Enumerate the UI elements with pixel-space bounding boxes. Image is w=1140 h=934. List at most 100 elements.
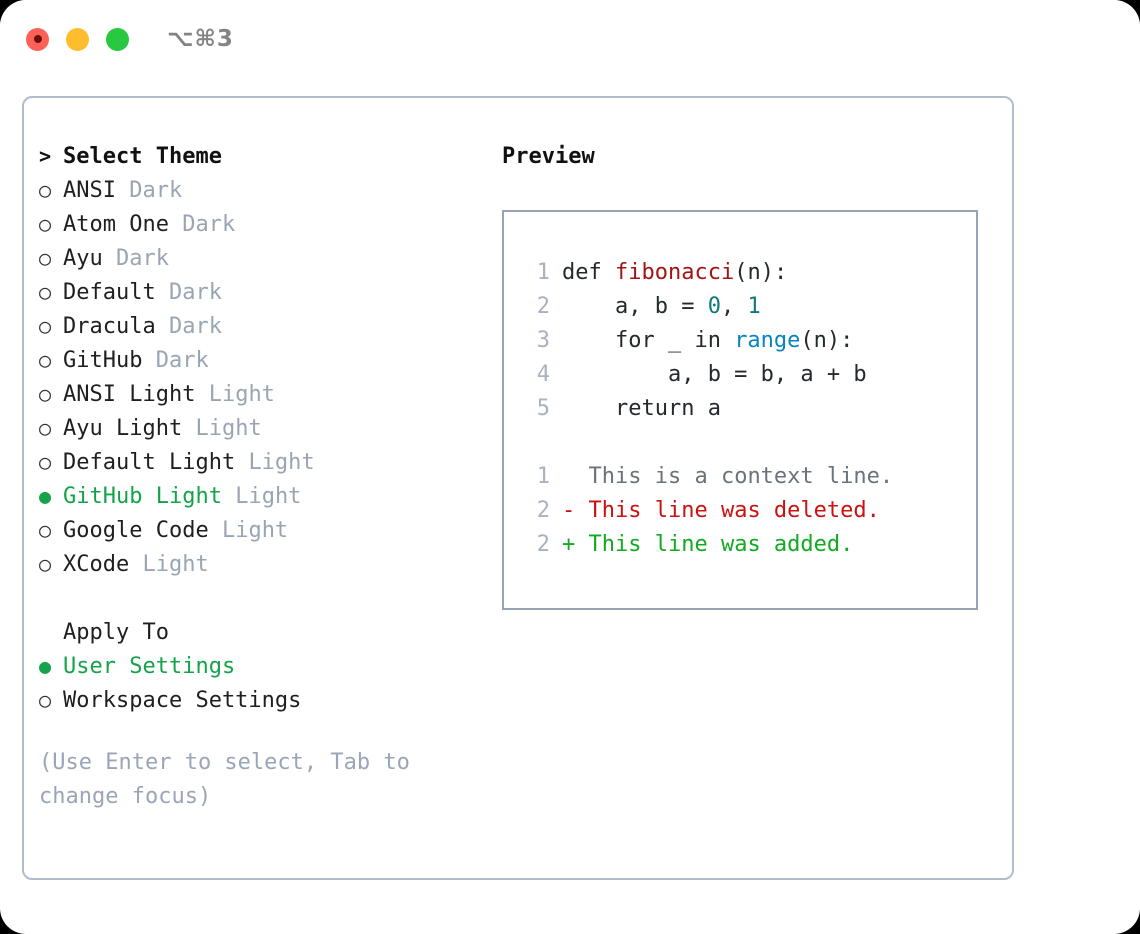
diff-text: This line was added. <box>588 532 854 557</box>
diff-line: 2+ This line was added. <box>504 532 976 566</box>
code-token: 0 <box>707 294 721 319</box>
theme-list-item[interactable]: ● GitHub Light Light <box>39 484 479 518</box>
radio-unselected-icon: ○ <box>39 314 52 338</box>
code-token: def <box>562 260 615 285</box>
code-token: , <box>720 294 748 319</box>
spacer <box>156 314 169 339</box>
theme-variant: Light <box>221 518 289 543</box>
radio-selected-icon: ● <box>39 654 52 678</box>
blank-marker: ○ <box>39 620 63 644</box>
spacer <box>169 212 182 237</box>
keyboard-hint: (Use Enter to select, Tab to change focu… <box>39 750 410 809</box>
theme-list-item[interactable]: ○ Google Code Light <box>39 518 479 552</box>
spacer <box>129 552 142 577</box>
apply-to-title: Apply To <box>63 620 169 645</box>
radio-unselected-icon: ○ <box>39 688 52 712</box>
code-token: fibonacci <box>614 260 735 285</box>
apply-to-option[interactable]: ○ Workspace Settings <box>39 688 479 722</box>
apply-to-option[interactable]: ● User Settings <box>39 654 479 688</box>
preview-title: Preview <box>502 144 595 169</box>
code-token: (n): <box>800 328 854 353</box>
theme-list-item[interactable]: ○XCode Light <box>39 552 479 586</box>
code-token: return a <box>562 396 721 421</box>
spacer <box>116 178 129 203</box>
theme-variant: Dark <box>168 314 222 339</box>
maximize-button[interactable] <box>106 27 129 51</box>
diff-sign: - <box>562 498 576 523</box>
minimize-button[interactable] <box>66 27 89 51</box>
code-token: for _ in <box>562 328 735 353</box>
theme-name: Atom One <box>63 212 169 237</box>
code-diff-gap <box>504 430 976 464</box>
shortcut-label: ⌥⌘3 <box>167 26 234 52</box>
theme-list-item[interactable]: ○Atom One Dark <box>39 212 479 246</box>
theme-list-item[interactable]: ○ Ayu Light Light <box>39 416 479 450</box>
spacer <box>575 464 588 489</box>
spacer <box>156 280 169 305</box>
spacer <box>575 532 588 557</box>
code-token: a, b = b, a + b <box>562 362 867 387</box>
diff-line: 1 This is a context line. <box>504 464 976 498</box>
line-number: 2 <box>536 498 550 523</box>
theme-name: Default <box>63 280 156 305</box>
radio-unselected-icon: ○ <box>39 518 52 542</box>
code-token: (n): <box>734 260 788 285</box>
radio-unselected-icon: ○ <box>39 552 52 576</box>
radio-unselected-icon: ○ <box>39 280 52 304</box>
theme-list-item[interactable]: ○Ayu Dark <box>39 246 479 280</box>
theme-variant: Dark <box>168 280 222 305</box>
apply-to-header: ○Apply To <box>39 620 479 654</box>
line-number: 3 <box>536 328 550 353</box>
theme-list-item[interactable]: ○ ANSI Light Light <box>39 382 479 416</box>
window-controls <box>26 27 129 51</box>
diff-text: This line was deleted. <box>588 498 880 523</box>
spacer <box>209 518 222 543</box>
spacer <box>575 498 588 523</box>
theme-name: GitHub Light <box>63 484 222 509</box>
line-number: 1 <box>536 464 550 489</box>
theme-variant: Light <box>208 382 275 407</box>
theme-list-item[interactable]: ○ Default Dark <box>39 280 479 314</box>
select-theme-header: >Select Theme <box>39 144 479 178</box>
theme-name: GitHub <box>63 348 143 373</box>
theme-variant: Light <box>142 552 209 577</box>
close-button[interactable] <box>26 27 49 51</box>
apply-to-options: ● User Settings ○ Workspace Settings <box>39 654 479 722</box>
radio-unselected-icon: ○ <box>39 416 52 440</box>
line-number: 4 <box>536 362 550 387</box>
caret-icon: > <box>39 144 52 168</box>
spacer <box>222 484 235 509</box>
diff-line: 2- This line was deleted. <box>504 498 976 532</box>
diff-block: 1 This is a context line.2- This line wa… <box>504 464 976 566</box>
apply-to-label: Workspace Settings <box>63 688 302 713</box>
radio-unselected-icon: ○ <box>39 382 52 406</box>
theme-name: Default Light <box>63 450 236 475</box>
theme-variant: Light <box>248 450 315 475</box>
theme-name: Ayu Light <box>63 416 183 441</box>
spacer <box>195 382 208 407</box>
theme-list-item[interactable]: ○ Default Light Light <box>39 450 479 484</box>
code-token: 1 <box>747 294 761 319</box>
theme-variant: Light <box>235 484 302 509</box>
theme-name: ANSI Light <box>63 382 196 407</box>
close-icon <box>33 35 42 43</box>
theme-name: Ayu <box>63 246 103 271</box>
code-line: 5 return a <box>504 396 976 430</box>
radio-unselected-icon: ○ <box>39 178 52 202</box>
radio-selected-icon: ● <box>39 484 52 508</box>
theme-list-item[interactable]: ○ANSI Dark <box>39 178 479 212</box>
theme-name: ANSI <box>63 178 116 203</box>
radio-unselected-icon: ○ <box>39 450 52 474</box>
theme-list-item[interactable]: ○Dracula Dark <box>39 314 479 348</box>
main-panel: >Select Theme ○ANSI Dark○Atom One Dark○A… <box>22 96 1014 880</box>
theme-list-item[interactable]: ○GitHub Dark <box>39 348 479 382</box>
theme-variant: Dark <box>155 348 209 373</box>
theme-variant: Light <box>195 416 262 441</box>
spacer <box>182 416 195 441</box>
theme-name: Google Code <box>63 518 209 543</box>
apply-to-label: User Settings <box>63 654 236 679</box>
